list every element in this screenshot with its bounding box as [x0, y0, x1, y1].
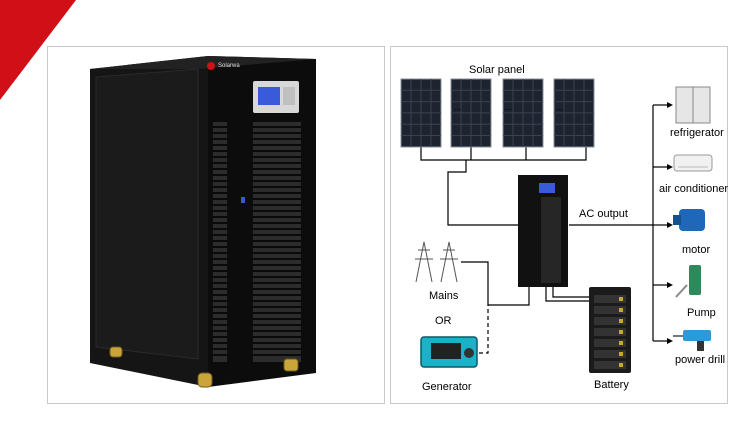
solar-panels [400, 78, 595, 148]
refrigerator-icon [675, 86, 711, 124]
motor-icon [673, 209, 705, 231]
battery-label: Battery [594, 379, 629, 391]
transmission-tower-icon [415, 241, 458, 283]
air-conditioner-icon [673, 154, 713, 172]
battery-cell [594, 361, 626, 369]
solar-ellipsis-1: ... [454, 102, 462, 112]
generator-link-line [479, 305, 489, 354]
load-label-power-drill: power drill [675, 354, 726, 366]
cabinet-wheels [109, 346, 299, 388]
battery-cell [594, 350, 626, 358]
or-label: OR [435, 315, 452, 327]
load-label-refrigerator: refrigerator [670, 127, 724, 139]
inverter-cabinet-image [90, 56, 316, 388]
brand-logo-mark [207, 62, 215, 70]
battery-icon [589, 287, 631, 373]
load-label-pump: Pump [687, 307, 716, 319]
pump-icon [675, 265, 701, 298]
generator-label: Generator [422, 381, 472, 393]
battery-cell [594, 306, 626, 314]
battery-cell [594, 328, 626, 336]
ac-output-label: AC output [579, 208, 628, 220]
system-diagram-panel: Solar panel ... ... ... AC output Mains … [390, 46, 728, 404]
wiring-diagram [400, 78, 713, 373]
mains-label: Mains [429, 290, 459, 302]
load-label-air-conditioner: air conditioner [659, 183, 729, 195]
load-label-motor: motor [682, 244, 711, 256]
battery-cell [594, 339, 626, 347]
solar-ellipsis-2: ... [504, 102, 512, 112]
cabinet-display-screen [258, 87, 280, 105]
door-lock [241, 197, 245, 203]
solar-ellipsis-3: ... [556, 102, 564, 112]
battery-cell [594, 295, 626, 303]
cabinet-top [90, 56, 316, 69]
battery-cell [594, 317, 626, 325]
solar-panel-label: Solar panel [469, 64, 525, 76]
generator-icon [420, 336, 478, 368]
power-drill-icon [673, 330, 711, 351]
brand-logo-text: Solarwa [218, 63, 240, 69]
inverter-icon [518, 175, 568, 287]
arrowheads [667, 102, 673, 344]
product-photo-panel: Solarwa [47, 46, 385, 404]
